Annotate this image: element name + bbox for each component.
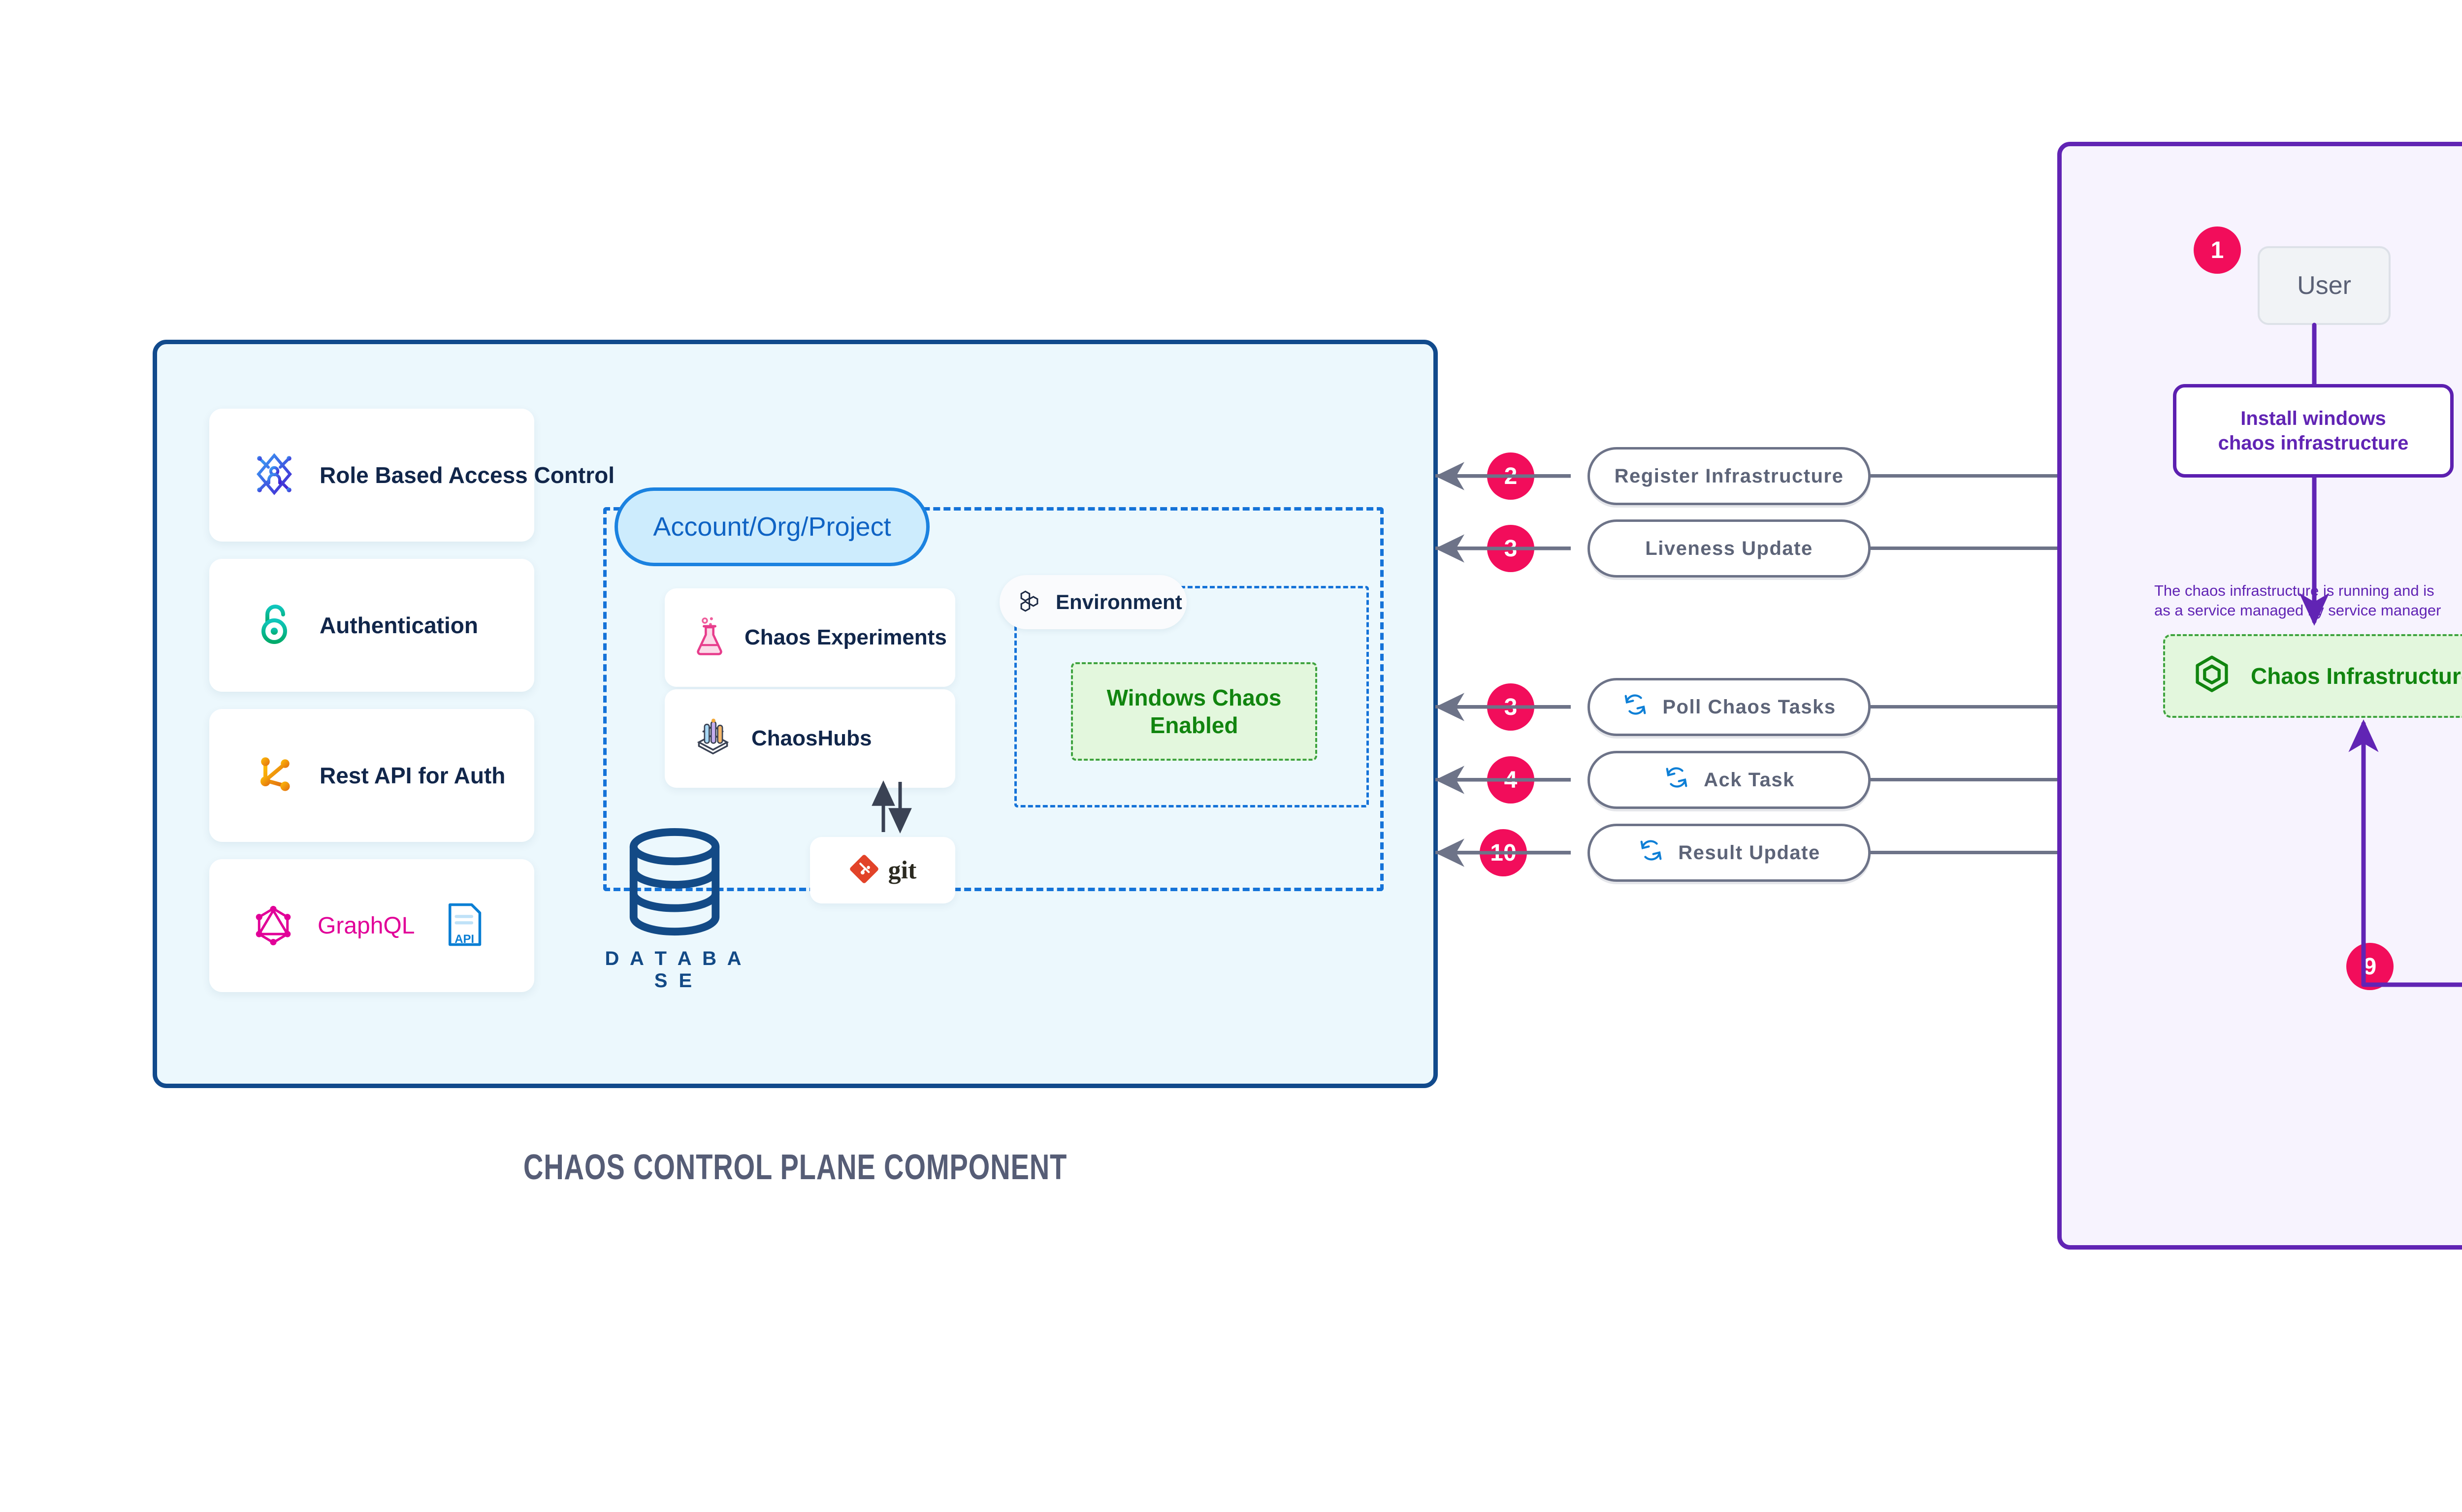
install-line-2: chaos infrastructure <box>2218 432 2409 454</box>
connector-number-5: 10 <box>1480 829 1527 876</box>
inner-card-label: Chaos Experiments <box>745 625 947 649</box>
connector-pill-label: Result Update <box>1678 841 1820 864</box>
sync-icon <box>1622 691 1649 723</box>
connector-number-2: 3 <box>1487 525 1534 572</box>
connector-pill-label: Ack Task <box>1704 769 1795 791</box>
user-box[interactable]: User <box>2258 246 2391 325</box>
control-plane-title: CHAOS CONTROL PLANE COMPONENT <box>523 1148 1068 1187</box>
database-icon <box>625 828 724 942</box>
hexagons-icon <box>1018 588 1045 617</box>
service-card-rest-api[interactable]: Rest API for Auth <box>209 709 534 842</box>
connector-pill-register-infrastructure[interactable]: Register Infrastructure <box>1587 447 1871 505</box>
test-tube-rack-icon <box>692 717 734 761</box>
database-group: D A T A B A S E <box>593 827 756 999</box>
chaos-experiments-card[interactable]: Chaos Experiments <box>665 588 955 687</box>
account-org-project-region <box>603 507 1384 891</box>
service-label: Authentication <box>320 612 478 638</box>
service-card-rbac[interactable]: Role Based Access Control <box>209 409 615 542</box>
install-line-1: Install windows <box>2240 408 2386 429</box>
install-windows-chaos-infrastructure-box[interactable]: Install windows chaos infrastructure <box>2173 384 2454 478</box>
connector-pill-label: Poll Chaos Tasks <box>1662 696 1836 718</box>
infra-note-line-2: as a service managed by service manager <box>2154 602 2441 619</box>
connector-pill-liveness-update[interactable]: Liveness Update <box>1587 519 1871 578</box>
graphql-icon <box>251 902 296 950</box>
hexagon-icon <box>2193 654 2231 699</box>
connector-line-right-2 <box>1869 547 2058 550</box>
database-label: D A T A B A S E <box>605 948 745 992</box>
connector-pill-result-update[interactable]: Result Update <box>1587 824 1871 882</box>
authentication-icon <box>251 601 298 650</box>
git-icon <box>849 854 879 887</box>
windows-chaos-enabled-box: Windows Chaos Enabled <box>1071 662 1317 761</box>
service-card-authentication[interactable]: Authentication <box>209 559 534 692</box>
connector-pill-ack-task[interactable]: Ack Task <box>1587 751 1871 809</box>
chaoshubs-card[interactable]: ChaosHubs <box>665 689 955 788</box>
connector-line-right-3 <box>1869 705 2058 708</box>
sync-icon <box>1638 837 1664 869</box>
service-label: Rest API for Auth <box>320 763 506 788</box>
infra-note-line-1: The chaos infrastructure is running and … <box>2154 582 2434 599</box>
execution-plane-title: CHAOS EXECUTION PLANE COMPONENT <box>2116 1310 2462 1350</box>
account-org-project-pill[interactable]: Account/Org/Project <box>615 487 930 566</box>
environment-region <box>1014 586 1369 807</box>
api-document-icon: API <box>445 902 486 950</box>
environment-label: Environment <box>1056 590 1182 613</box>
connector-pill-label: Register Infrastructure <box>1614 465 1844 487</box>
service-label: Role Based Access Control <box>320 462 615 488</box>
connector-line-right-5 <box>1869 851 2058 854</box>
environment-pill[interactable]: Environment <box>1000 575 1187 629</box>
flask-icon <box>692 616 727 660</box>
sync-icon <box>1663 764 1690 796</box>
git-card[interactable]: git <box>810 837 955 903</box>
chaos-infrastructure-box[interactable]: Chaos Infrastructure <box>2163 634 2462 718</box>
connector-line-right-4 <box>1869 778 2058 781</box>
windows-chaos-label: Windows Chaos Enabled <box>1106 684 1282 738</box>
step-number-9: 9 <box>2346 943 2394 990</box>
rbac-icon <box>251 450 298 500</box>
chaos-infrastructure-note: The chaos infrastructure is running and … <box>2154 581 2462 621</box>
git-label: git <box>888 856 917 884</box>
connector-line-right-1 <box>1869 474 2058 478</box>
connector-pill-poll-chaos-tasks[interactable]: Poll Chaos Tasks <box>1587 678 1871 736</box>
connector-number-1: 2 <box>1487 452 1534 500</box>
rest-api-icon <box>251 751 298 801</box>
service-card-graphql[interactable]: GraphQL API <box>209 859 534 992</box>
step-number-1: 1 <box>2194 226 2241 274</box>
connector-pill-label: Liveness Update <box>1645 537 1813 559</box>
svg-text:API: API <box>455 932 475 945</box>
service-label: GraphQL <box>318 912 415 939</box>
chaos-infrastructure-label: Chaos Infrastructure <box>2251 663 2462 689</box>
connector-number-4: 4 <box>1487 756 1534 804</box>
connector-number-3: 3 <box>1487 683 1534 731</box>
inner-card-label: ChaosHubs <box>751 726 872 750</box>
